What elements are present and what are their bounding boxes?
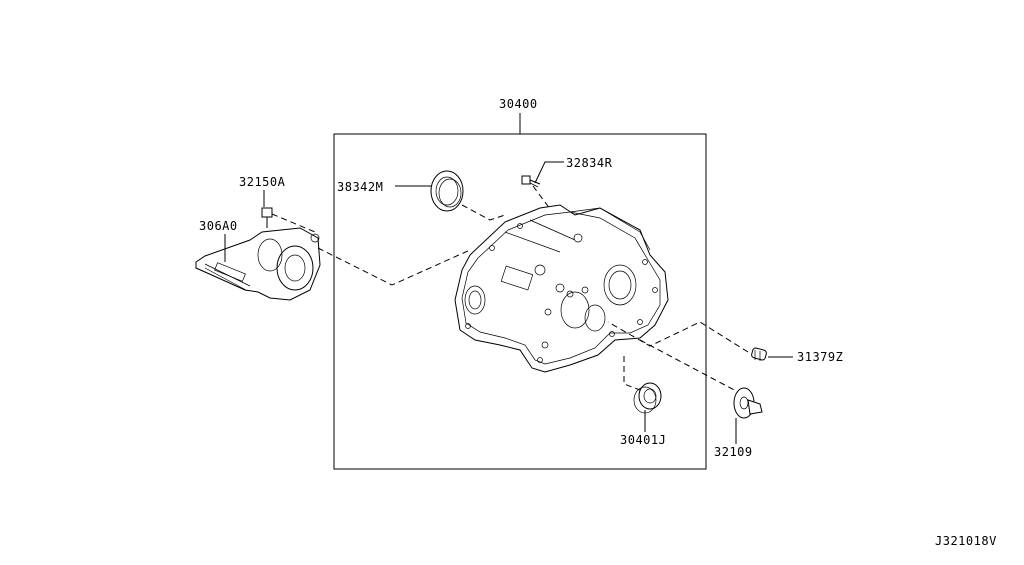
dash-31379z: [607, 321, 749, 353]
dash-32109: [639, 339, 739, 393]
callout-32150a: 32150A: [239, 175, 286, 189]
release-bearing-drawing: [195, 227, 321, 301]
oil-seal-left-drawing: [430, 170, 464, 212]
plug-drawing: [751, 347, 767, 361]
dash-38342m: [461, 204, 506, 221]
transmission-housing-drawing: [454, 204, 669, 373]
bolt-drawing: [261, 207, 273, 228]
diagram-id: J321018V: [935, 534, 997, 548]
dash-306a0: [317, 247, 471, 286]
dash-32150a: [271, 213, 316, 233]
callout-38342m: 38342M: [337, 180, 384, 194]
callout-32834r: 32834R: [566, 156, 613, 170]
oil-seal-right-drawing: [633, 382, 662, 414]
shaft-drawing: [733, 387, 763, 419]
callout-30401j: 30401J: [620, 433, 667, 447]
callout-32109: 32109: [714, 445, 753, 459]
callout-31379z: 31379Z: [797, 350, 844, 364]
leader-32834r: [534, 161, 564, 184]
callout-306a0: 306A0: [199, 219, 238, 233]
callout-30400: 30400: [499, 97, 538, 111]
dash-30401j: [623, 356, 641, 391]
